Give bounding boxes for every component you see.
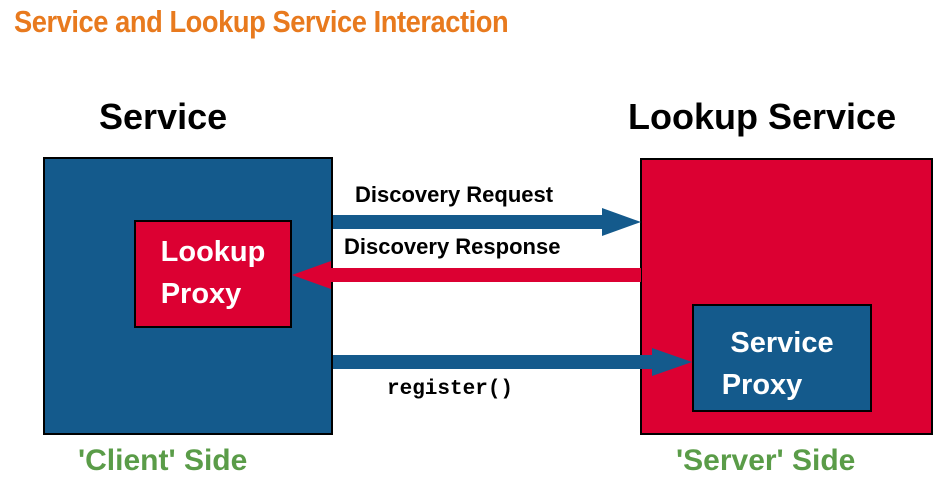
lookup-proxy-label-line2: Proxy <box>160 278 242 310</box>
discovery-response-label: Discovery Response <box>344 234 561 259</box>
lookup-proxy-label-line1: Lookup <box>160 236 266 268</box>
service-heading: Service <box>99 96 228 137</box>
server-side-label: 'Server' Side <box>676 444 856 477</box>
discovery-response-arrow <box>292 261 641 289</box>
diagram-title: Service and Lookup Service Interaction <box>14 4 509 39</box>
register-label: register() <box>387 378 514 401</box>
service-proxy-label-line1: Service <box>730 327 834 359</box>
service-proxy-label-line2: Proxy <box>721 369 803 401</box>
service-proxy-box: Service Proxy <box>692 304 872 412</box>
register-arrow <box>333 348 692 376</box>
client-side-label: 'Client' Side <box>78 444 248 477</box>
discovery-request-label: Discovery Request <box>355 182 554 207</box>
lookup-proxy-box: Lookup Proxy <box>134 220 292 328</box>
discovery-request-arrow <box>333 208 641 236</box>
lookup-service-heading: Lookup Service <box>628 96 897 137</box>
